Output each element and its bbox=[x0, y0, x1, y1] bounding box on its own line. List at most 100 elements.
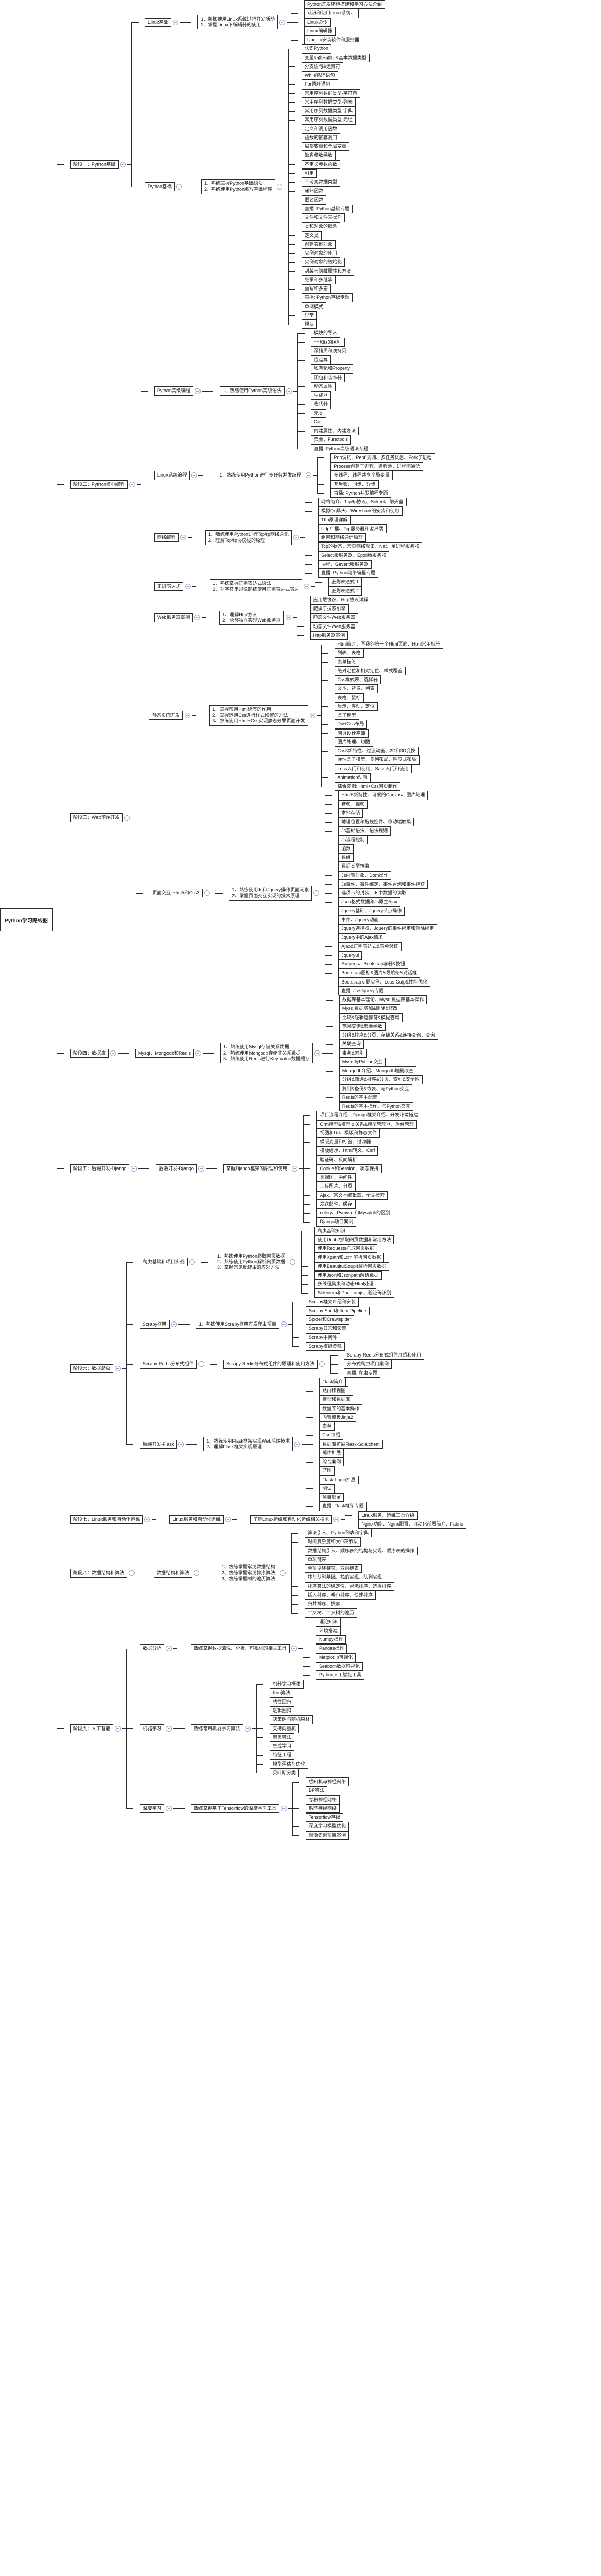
item-node[interactable]: 位运算 bbox=[310, 355, 331, 365]
item-node[interactable]: 重写和多态 bbox=[301, 284, 331, 294]
collapse-toggle-icon[interactable] bbox=[314, 1050, 320, 1056]
item-node[interactable]: Selenium和Phantomjs、验证码识别 bbox=[314, 1289, 394, 1298]
item-node[interactable]: 综合案例 bbox=[319, 1458, 344, 1467]
item-node[interactable]: Flask简介 bbox=[319, 1377, 346, 1386]
item-node[interactable]: Jquery基础、Jquery节点操作 bbox=[338, 906, 405, 916]
item-node[interactable]: Scrapy模拟登陆 bbox=[305, 1342, 345, 1351]
item-node[interactable]: 插入排序、希尔排序、快速排序 bbox=[304, 1590, 376, 1600]
item-node[interactable]: 实例对象的初始化 bbox=[301, 258, 345, 267]
item-node[interactable]: Jquery选择器、Jquery的事件绑定和解除绑定 bbox=[338, 924, 438, 934]
topic-node[interactable]: 正则表达式 bbox=[154, 582, 183, 591]
item-node[interactable]: 局部变量和全局变量 bbox=[301, 142, 349, 151]
goal-node[interactable]: 熟练掌握数据清洗、分析、可视化的相关工具 bbox=[190, 1644, 290, 1653]
item-node[interactable]: 组网和网络通信原理 bbox=[318, 533, 366, 543]
item-node[interactable]: 音频、视频 bbox=[338, 800, 368, 809]
collapse-toggle-icon[interactable] bbox=[309, 713, 315, 719]
item-node[interactable]: Json格式数据和Js原生Ajax bbox=[338, 897, 400, 907]
item-node[interactable]: 贝叶斯分类 bbox=[269, 1768, 299, 1777]
item-node[interactable]: 常用序列数据类型-字典 bbox=[301, 107, 356, 116]
item-node[interactable]: Seaborn数据可视化 bbox=[315, 1662, 363, 1671]
collapse-toggle-icon[interactable] bbox=[279, 1570, 286, 1576]
item-node[interactable]: 深拷贝和浅拷贝 bbox=[310, 346, 349, 355]
item-node[interactable]: 算法引入、Python列表和字典 bbox=[304, 1529, 372, 1538]
item-node[interactable]: For循环语句 bbox=[301, 80, 333, 89]
collapse-toggle-icon[interactable] bbox=[176, 183, 182, 190]
collapse-toggle-icon[interactable] bbox=[129, 481, 135, 487]
item-node[interactable]: 常用序列数据类型-字符串 bbox=[301, 89, 360, 98]
item-node[interactable]: Spider和Crawlspider bbox=[305, 1315, 355, 1325]
topic-node[interactable]: Linux系统编程 bbox=[154, 471, 190, 480]
item-node[interactable]: 生成器 bbox=[310, 391, 331, 400]
item-node[interactable]: 项目部署 bbox=[319, 1493, 344, 1502]
item-node[interactable]: Scrapy中间件 bbox=[305, 1333, 340, 1342]
item-node[interactable]: 事务&索引 bbox=[339, 1048, 367, 1058]
item-node[interactable]: Div+Css布局 bbox=[334, 720, 368, 729]
item-node[interactable]: 感知机与神经网络 bbox=[305, 1777, 349, 1787]
collapse-toggle-icon[interactable] bbox=[165, 1646, 172, 1652]
item-node[interactable]: 逻辑回归 bbox=[269, 1706, 294, 1716]
item-node[interactable]: 动态属性 bbox=[310, 382, 336, 391]
item-node[interactable]: Matplotlib可视化 bbox=[315, 1653, 356, 1662]
item-node[interactable]: Jqueryui bbox=[338, 951, 362, 960]
item-node[interactable]: 机器学习概述 bbox=[269, 1680, 304, 1689]
item-node[interactable]: 使用BeautifulSoup4解析网页数据 bbox=[314, 1262, 390, 1271]
stage-node[interactable]: 阶段五：后端开发-Django bbox=[70, 1164, 130, 1173]
item-node[interactable]: 模块的导入 bbox=[310, 329, 340, 338]
item-node[interactable]: 爬虫基础知识 bbox=[314, 1226, 348, 1235]
topic-node[interactable]: Mysql、Mongodb和Redis bbox=[135, 1048, 194, 1058]
item-node[interactable]: Linux命令 bbox=[304, 18, 331, 27]
item-node[interactable]: 图像识别项目案例 bbox=[305, 1831, 349, 1840]
item-node[interactable]: Animation动画 bbox=[334, 773, 371, 782]
item-node[interactable]: 栈与队列基础、栈的实现、队列实现 bbox=[304, 1573, 385, 1582]
item-node[interactable]: 模块 bbox=[301, 320, 317, 329]
collapse-toggle-icon[interactable] bbox=[195, 1050, 201, 1056]
item-node[interactable]: 关联查询 bbox=[339, 1040, 364, 1049]
item-node[interactable]: 认识Python bbox=[301, 44, 332, 54]
item-node[interactable]: Bootstrap专题实例、Less-Gulp&性能优化 bbox=[338, 977, 430, 987]
item-node[interactable]: 直播: 爬虫专题 bbox=[343, 1368, 380, 1378]
item-node[interactable]: 特征工程 bbox=[269, 1751, 294, 1760]
collapse-toggle-icon[interactable] bbox=[293, 535, 299, 541]
goal-node[interactable]: 熟练常用机器学习算法 bbox=[190, 1724, 243, 1733]
item-node[interactable]: Js流程控制 bbox=[338, 835, 368, 844]
item-node[interactable]: 直播: Python高级语法专题 bbox=[310, 444, 372, 453]
item-node[interactable]: 卷积神经网络 bbox=[305, 1795, 340, 1804]
collapse-toggle-icon[interactable] bbox=[114, 1366, 121, 1371]
item-node[interactable]: Jquery中的Ajax请求 bbox=[338, 933, 386, 942]
stage-node[interactable]: 阶段八：数据结构和算法 bbox=[70, 1568, 127, 1578]
item-node[interactable]: 分组&筛选&排序&分页、索引&安全性 bbox=[339, 1075, 423, 1084]
stage-node[interactable]: 阶段四：数据库 bbox=[70, 1048, 109, 1058]
collapse-toggle-icon[interactable] bbox=[303, 584, 309, 589]
item-node[interactable]: While循环语句 bbox=[301, 71, 338, 80]
item-node[interactable]: Linux服务、运维工具介绍 bbox=[358, 1511, 418, 1520]
item-node[interactable]: 数据库扩展Flask-Sqlalchem bbox=[319, 1439, 383, 1449]
item-node[interactable]: Css3新特性、过渡动画、2D和3D变换 bbox=[334, 747, 419, 756]
item-node[interactable]: Flask-Login扩展 bbox=[319, 1475, 359, 1484]
item-node[interactable]: 弹性盒子模型、多列布局、响应式布局 bbox=[334, 755, 420, 765]
item-node[interactable]: Udp广播、Tcp服务器和客户端 bbox=[318, 524, 387, 533]
item-node[interactable]: Tftp原理详解 bbox=[318, 515, 351, 524]
item-node[interactable]: Css样式表、选择器 bbox=[334, 675, 381, 685]
collapse-toggle-icon[interactable] bbox=[333, 1517, 340, 1523]
item-node[interactable]: 数组 bbox=[338, 853, 354, 862]
goal-node[interactable]: 1、熟练使用Python进行多任务并发编程 bbox=[216, 471, 305, 480]
item-node[interactable]: Pandas操作 bbox=[315, 1644, 347, 1653]
item-node[interactable]: 项目流程介绍、Django框架介绍、开发环境搭建 bbox=[316, 1111, 422, 1120]
item-node[interactable]: ==和Is的区别 bbox=[310, 337, 345, 347]
goal-node[interactable]: 掌握Django框架的原理和使用 bbox=[223, 1164, 291, 1173]
item-node[interactable]: 直播: Python网络编程专题 bbox=[318, 569, 379, 578]
collapse-toggle-icon[interactable] bbox=[285, 615, 291, 621]
item-node[interactable]: 决策树与随机森林 bbox=[269, 1715, 313, 1724]
item-node[interactable]: 事件、Jquery动画 bbox=[338, 915, 382, 924]
item-node[interactable]: Python人工智能工具 bbox=[315, 1671, 364, 1680]
item-node[interactable]: Redis的基本操作、与Python交互 bbox=[339, 1102, 413, 1111]
stage-node[interactable]: 阶段九：人工智能 bbox=[70, 1724, 113, 1733]
item-node[interactable]: 理论知识 bbox=[315, 1617, 341, 1626]
item-node[interactable]: 聚类算法 bbox=[269, 1733, 294, 1742]
item-node[interactable]: 直播: Python基础专题 bbox=[301, 293, 353, 302]
item-node[interactable]: Ajax&正则表达式&表单验证 bbox=[338, 942, 402, 951]
item-node[interactable]: 环境搭建 bbox=[315, 1626, 341, 1635]
